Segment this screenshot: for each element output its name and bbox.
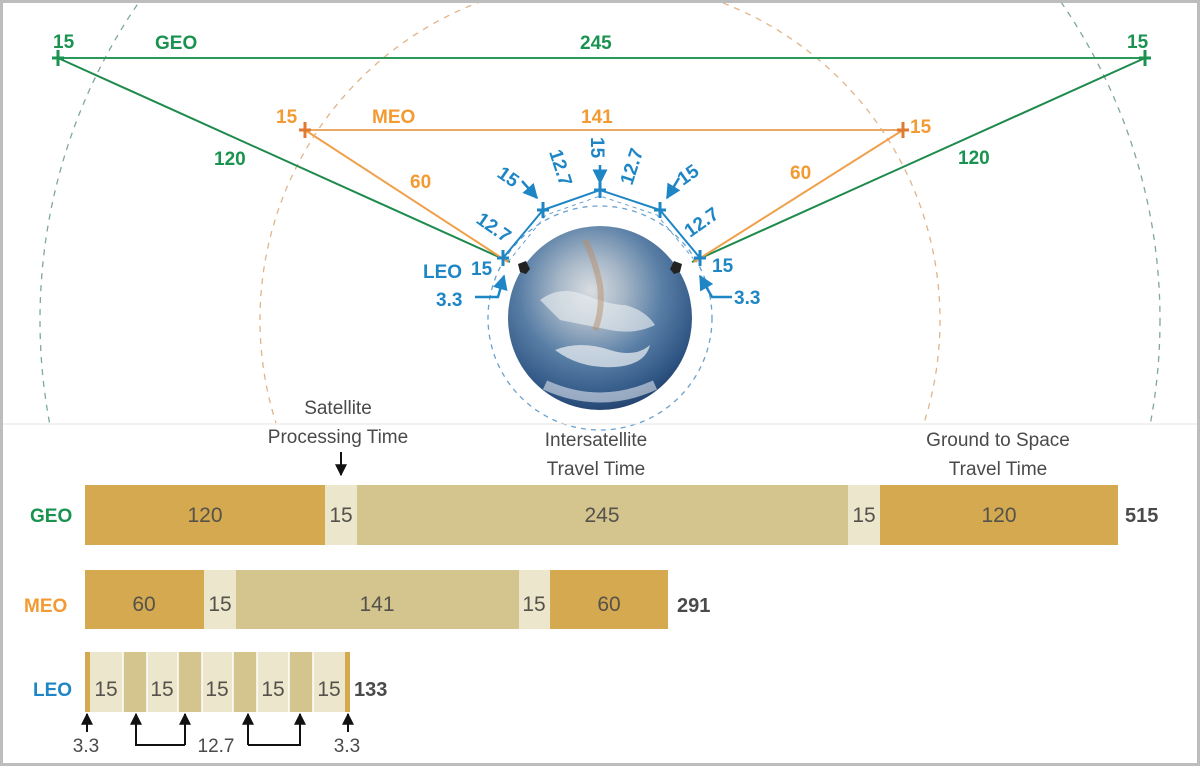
meo-ground-right-label: 60 bbox=[790, 163, 811, 184]
segment-value: 15 bbox=[205, 678, 228, 701]
segment-ground bbox=[550, 570, 668, 629]
leo-arrows bbox=[475, 165, 732, 299]
segment-value: 15 bbox=[261, 678, 284, 701]
segment-processing bbox=[147, 652, 178, 712]
meo-ground-left-label: 60 bbox=[410, 172, 431, 193]
segment-intersatellite bbox=[123, 652, 147, 712]
caption-ground-line1: Ground to Space bbox=[926, 430, 1070, 451]
segment-value: 15 bbox=[522, 593, 545, 616]
segment-processing bbox=[325, 485, 357, 545]
meo-orbit-label: MEO bbox=[372, 107, 415, 128]
leo-ground-left-label: 3.3 bbox=[436, 290, 462, 311]
leo-orbit-ring bbox=[487, 205, 713, 431]
segment-value: 15 bbox=[208, 593, 231, 616]
leo-intersatellite-label-3: 12.7 bbox=[617, 146, 648, 188]
segment-processing bbox=[519, 570, 550, 629]
leo-orbit-label: LEO bbox=[423, 262, 462, 283]
segment-value: 15 bbox=[329, 504, 352, 527]
geo-link-lines bbox=[52, 50, 1151, 263]
geo-orbit-ring bbox=[39, 3, 1161, 423]
leo-processing-label-1: 15 bbox=[471, 259, 493, 280]
leo-intersatellite-label-1: 12.7 bbox=[472, 209, 514, 247]
leo-processing-label-4: 15 bbox=[674, 161, 704, 191]
meo-intersatellite-label: 141 bbox=[581, 107, 613, 128]
leo-intersatellite-label-2: 12.7 bbox=[544, 147, 575, 189]
segment-ground bbox=[85, 570, 204, 629]
leo-processing-label-5: 15 bbox=[712, 256, 734, 277]
leo-annotation-right: 3.3 bbox=[334, 736, 360, 757]
segment-processing bbox=[257, 652, 289, 712]
segment-processing bbox=[90, 652, 123, 712]
geo-ground-right-label: 120 bbox=[958, 148, 990, 169]
meo-link-lines bbox=[299, 122, 909, 263]
leo-annotation-middle: 12.7 bbox=[198, 736, 235, 757]
caption-processing-line2: Processing Time bbox=[268, 427, 408, 448]
geo-processing-right-label: 15 bbox=[1127, 32, 1149, 53]
geo-intersatellite-label: 245 bbox=[580, 33, 612, 54]
leo-processing-label-2: 15 bbox=[493, 163, 523, 193]
segment-value: 15 bbox=[94, 678, 117, 701]
row-label-leo: LEO bbox=[33, 680, 72, 701]
segment-value: 60 bbox=[132, 593, 155, 616]
segment-value: 15 bbox=[150, 678, 173, 701]
row-total-leo: 133 bbox=[354, 679, 387, 701]
segment-processing bbox=[313, 652, 345, 712]
bar-row-leo: LEO 15 15 15 15 15 133 bbox=[33, 652, 387, 712]
geo-processing-left-label: 15 bbox=[53, 32, 75, 53]
row-label-meo: MEO bbox=[24, 596, 67, 617]
segment-ground bbox=[345, 652, 350, 712]
segment-intersatellite bbox=[236, 570, 519, 629]
leo-processing-label-3: 15 bbox=[586, 137, 607, 159]
leo-link-lines bbox=[497, 182, 706, 266]
segment-value: 15 bbox=[317, 678, 340, 701]
leo-annotation-left: 3.3 bbox=[73, 736, 99, 757]
segment-value: 141 bbox=[359, 593, 394, 616]
segment-ground bbox=[85, 485, 325, 545]
row-total-meo: 291 bbox=[677, 595, 710, 617]
ground-station-icon bbox=[518, 261, 530, 274]
segment-value: 120 bbox=[187, 504, 222, 527]
caption-intersatellite-line2: Travel Time bbox=[547, 459, 646, 480]
segment-value: 245 bbox=[584, 504, 619, 527]
caption-ground-line2: Travel Time bbox=[949, 459, 1048, 480]
meo-processing-left-label: 15 bbox=[276, 107, 298, 128]
geo-orbit-label: GEO bbox=[155, 33, 197, 54]
leo-intersatellite-label-4: 12.7 bbox=[681, 204, 723, 242]
segment-value: 120 bbox=[981, 504, 1016, 527]
segment-value: 15 bbox=[852, 504, 875, 527]
segment-intersatellite bbox=[357, 485, 848, 545]
earth-globe bbox=[508, 226, 692, 410]
caption-intersatellite-line1: Intersatellite bbox=[545, 430, 647, 451]
segment-value: 60 bbox=[597, 593, 620, 616]
segment-intersatellite bbox=[178, 652, 202, 712]
segment-processing bbox=[204, 570, 236, 629]
ground-station-icon bbox=[670, 261, 682, 274]
meo-processing-right-label: 15 bbox=[910, 117, 932, 138]
bar-row-geo: GEO 120 15 245 15 120 515 bbox=[30, 485, 1158, 545]
leo-annotation-arrows bbox=[81, 712, 354, 746]
bar-row-meo: MEO 60 15 141 15 60 291 bbox=[24, 570, 710, 629]
row-label-geo: GEO bbox=[30, 506, 72, 527]
segment-intersatellite bbox=[289, 652, 313, 712]
segment-ground bbox=[880, 485, 1118, 545]
orbit-rings bbox=[39, 3, 1161, 423]
leo-ground-right-label: 3.3 bbox=[734, 288, 760, 309]
meo-orbit-ring bbox=[259, 3, 941, 423]
segment-processing bbox=[848, 485, 880, 545]
geo-ground-left-label: 120 bbox=[214, 149, 246, 170]
segment-ground bbox=[85, 652, 90, 712]
row-total-geo: 515 bbox=[1125, 505, 1158, 527]
segment-intersatellite bbox=[233, 652, 257, 712]
segment-processing bbox=[202, 652, 233, 712]
caption-processing-line1: Satellite bbox=[304, 398, 372, 419]
